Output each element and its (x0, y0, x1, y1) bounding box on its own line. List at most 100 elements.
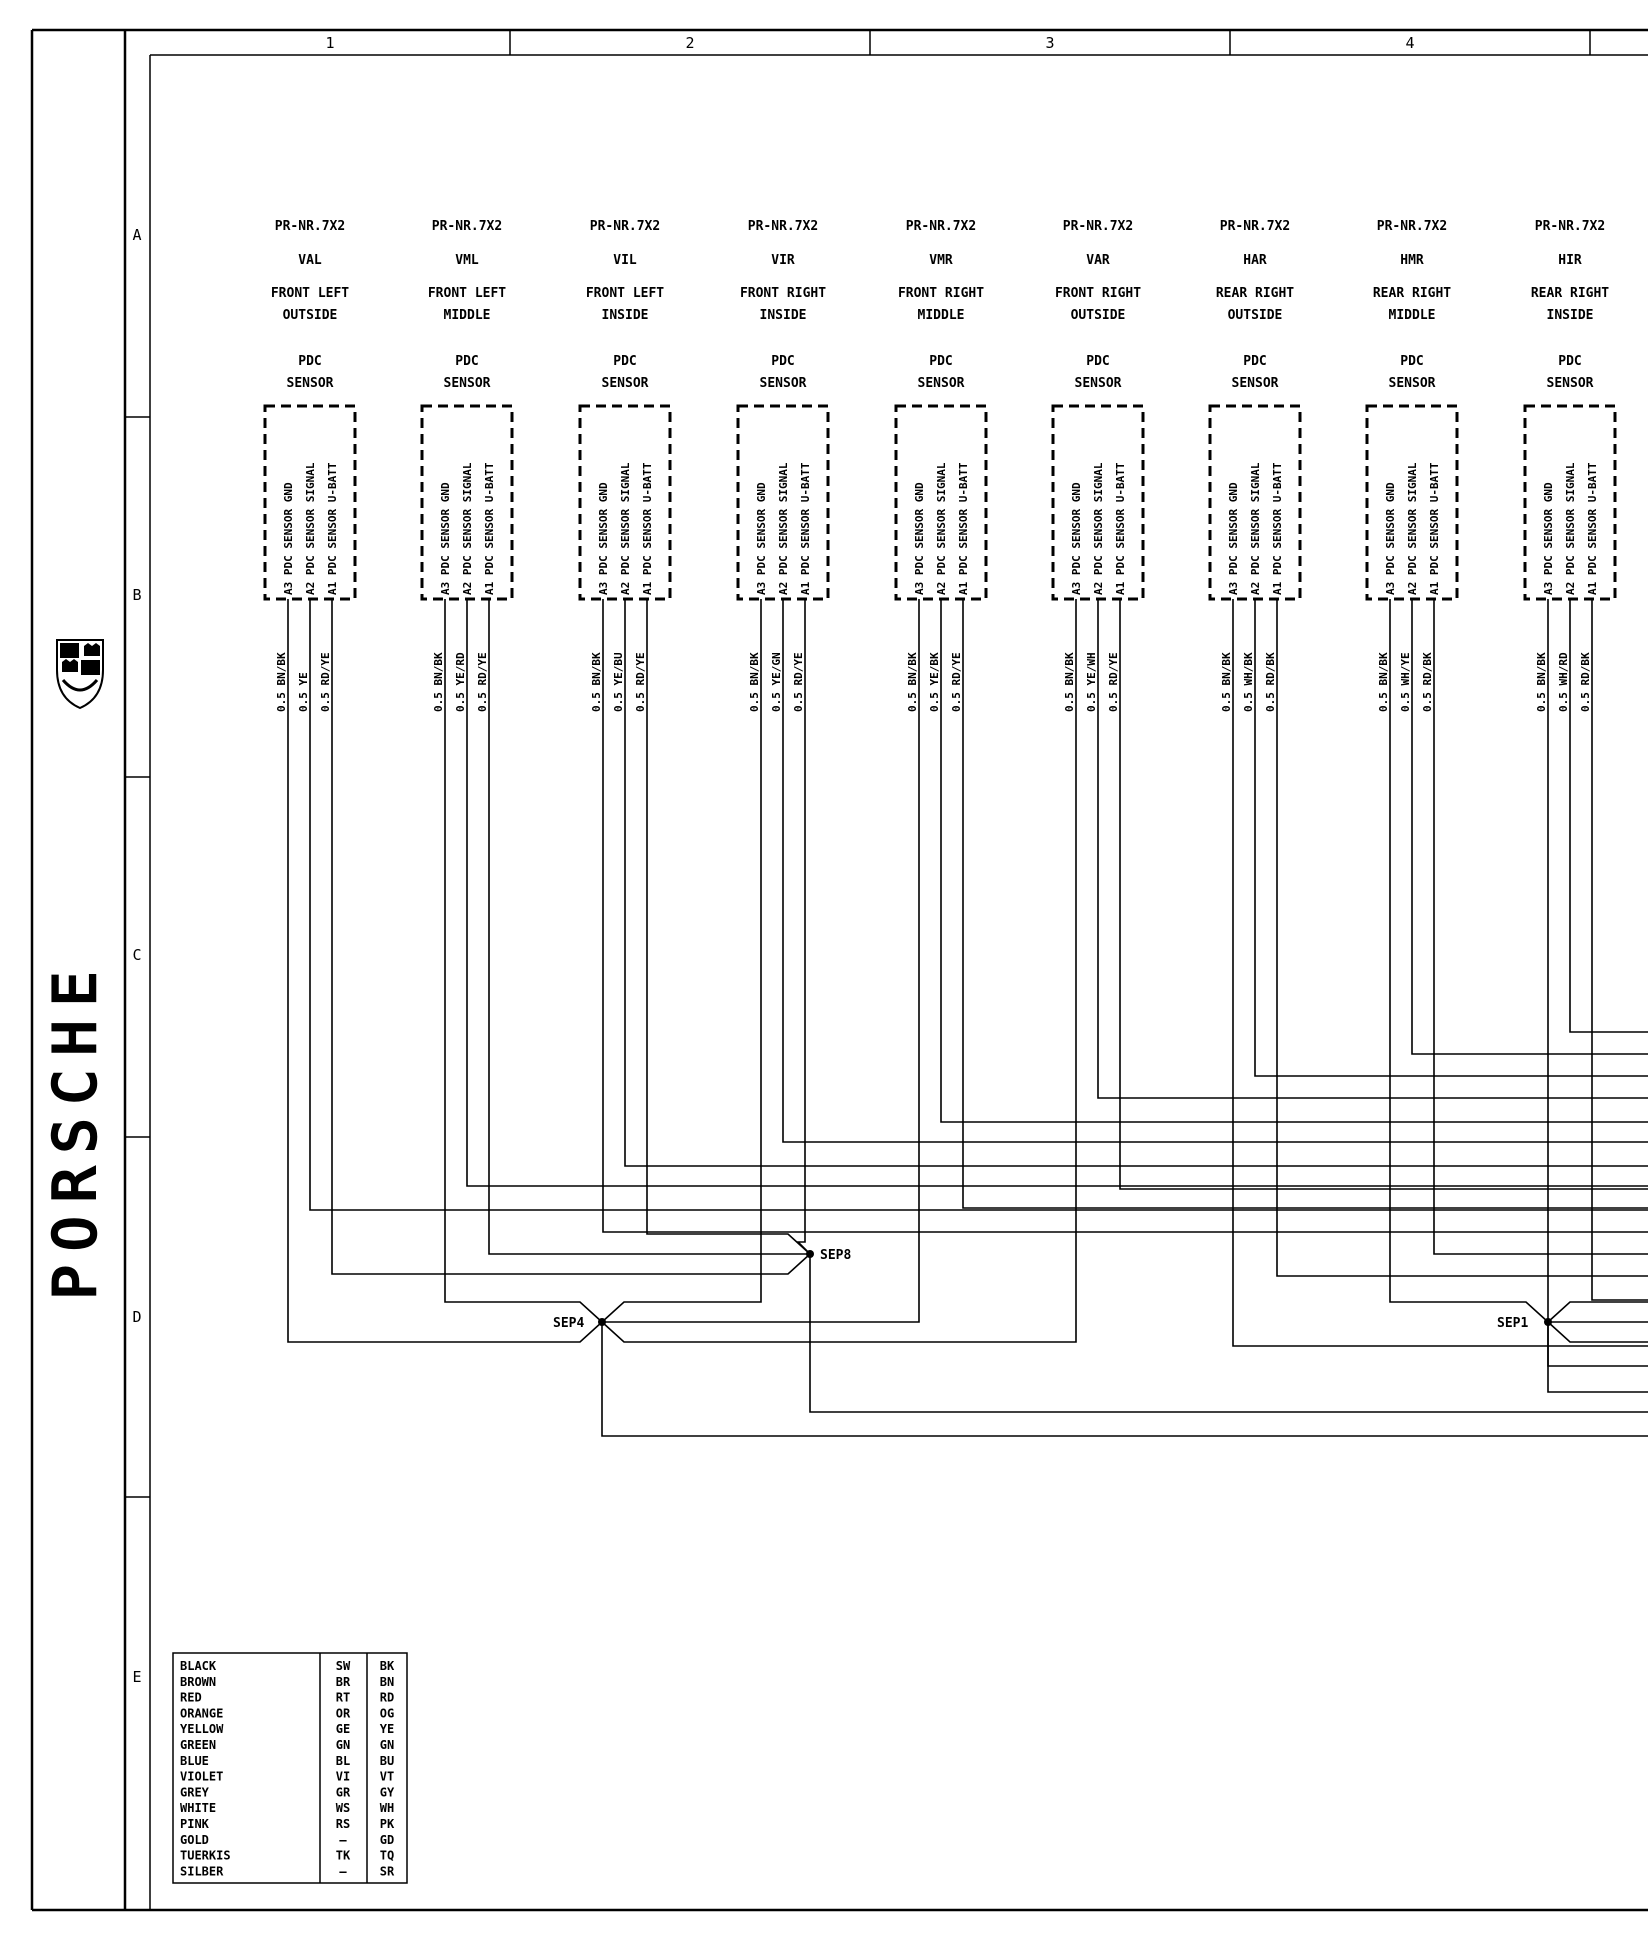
wire-color-label: 0.5 RD/YE (792, 652, 805, 712)
row-label-b: B (132, 586, 141, 604)
sensor-code-label: HIR (1558, 253, 1582, 268)
sensor-pos1-label: FRONT LEFT (586, 286, 664, 301)
porsche-crest-logo (56, 639, 104, 710)
column-label-3: 3 (1045, 34, 1054, 52)
wire-vmr-ubatt (962, 599, 1648, 1209)
sensor-pos1-label: FRONT RIGHT (898, 286, 984, 301)
wire-color-label: 0.5 RD/YE (476, 652, 489, 712)
sensor-pin-label: A3 PDC SENSOR GND (755, 482, 768, 595)
sensor-pos2-label: MIDDLE (918, 308, 965, 323)
wire-hmr-gnd (1389, 599, 1549, 1323)
legend-cell: WH (380, 1801, 394, 1815)
legend-cell: GY (380, 1785, 395, 1799)
wire-hir-signal (1569, 599, 1648, 1033)
row-label-e: E (132, 1668, 141, 1686)
wire-vil-gnd (602, 599, 1648, 1233)
wire-har-ubatt (1276, 599, 1648, 1277)
wire-color-label: 0.5 BN/BK (432, 652, 445, 712)
sensor-type1-label: PDC (298, 354, 321, 369)
row-ticks (125, 416, 150, 1498)
sensor-pos2-label: INSIDE (602, 308, 649, 323)
sensor-type2-label: SENSOR (602, 376, 649, 391)
wire-color-label: 0.5 YE/BU (612, 652, 625, 712)
splice-sep4-label: SEP4 (553, 1316, 584, 1331)
wires-layer (287, 599, 1648, 1437)
sensor-pin-label: A1 PDC SENSOR U-BATT (957, 462, 970, 595)
sensor-pin-label: A1 PDC SENSOR U-BATT (483, 462, 496, 595)
sensor-pos1-label: FRONT LEFT (428, 286, 506, 301)
wire-color-label: 0.5 YE/BK (928, 652, 941, 712)
legend-cell: PK (380, 1817, 395, 1831)
sensor-pin-label: A2 PDC SENSOR SIGNAL (1249, 462, 1262, 595)
sensor-code-label: VIL (613, 253, 637, 268)
sensor-pin-label: A3 PDC SENSOR GND (1542, 482, 1555, 595)
sensor-pos2-label: OUTSIDE (283, 308, 338, 323)
legend-cell: BK (380, 1659, 395, 1673)
sensor-code-label: VIR (771, 253, 795, 268)
wire-color-label: 0.5 YE/GN (770, 652, 783, 712)
wire-har-signal (1254, 599, 1648, 1077)
wire-var-gnd (601, 599, 1077, 1343)
legend-cell: — (339, 1833, 347, 1847)
sensor-code-label: HMR (1400, 253, 1424, 268)
wire-har-gnd (1232, 599, 1648, 1347)
wire-var-ubatt (1119, 599, 1648, 1190)
wire-var-signal (1097, 599, 1648, 1099)
legend-row: SILBER—SR (180, 1864, 395, 1878)
wire-color-label: 0.5 BN/BK (1063, 652, 1076, 712)
sensor-pin-label: A1 PDC SENSOR U-BATT (1114, 462, 1127, 595)
legend-cell: BL (336, 1754, 350, 1768)
sensor-type1-label: PDC (1086, 354, 1109, 369)
sensor-type1-label: PDC (1243, 354, 1266, 369)
wire-vml-signal (466, 599, 1648, 1187)
sensor-pos1-label: REAR RIGHT (1373, 286, 1451, 301)
sensor-pin-label: A1 PDC SENSOR U-BATT (326, 462, 339, 595)
splice-sep8-label: SEP8 (820, 1248, 851, 1263)
legend-row: VIOLET VI VT (180, 1770, 394, 1784)
wire-color-label: 0.5 WH/YE (1399, 652, 1412, 712)
wire-color-label: 0.5 YE/RD (454, 652, 467, 712)
sensor-pos1-label: REAR RIGHT (1216, 286, 1294, 301)
legend-cell: GOLD (180, 1833, 209, 1847)
legend-cell: WHITE (180, 1801, 216, 1815)
legend-cell: VIOLET (180, 1770, 223, 1784)
legend-row: GOLD—GD (180, 1833, 394, 1847)
sensor-code-label: HAR (1243, 253, 1267, 268)
wire-vmr-gnd (602, 599, 920, 1323)
legend-cell: GE (336, 1722, 350, 1736)
wire-vmr-signal (940, 599, 1648, 1123)
legend-cell: VI (336, 1770, 350, 1784)
legend-cell: VT (380, 1770, 394, 1784)
sensor-pin-label: A2 PDC SENSOR SIGNAL (1564, 462, 1577, 595)
sensor-pin-label: A2 PDC SENSOR SIGNAL (619, 462, 632, 595)
row-label-c: C (132, 946, 141, 964)
wire-sep8-out (809, 1254, 1648, 1413)
column-ticks (509, 30, 1591, 55)
legend-cell: PINK (180, 1817, 210, 1831)
wire-vml-ubatt (488, 599, 810, 1255)
brand-wordmark: PORSCHE (41, 958, 109, 1300)
sensor-type2-label: SENSOR (1389, 376, 1436, 391)
sensor-pin-label: A3 PDC SENSOR GND (913, 482, 926, 595)
sensor-pos2-label: MIDDLE (444, 308, 491, 323)
wire-color-label: 0.5 WH/RD (1557, 652, 1570, 712)
legend-cell: GN (336, 1738, 350, 1752)
legend-cell: BLACK (180, 1659, 217, 1673)
legend-cell: SR (380, 1864, 395, 1878)
sensor-pin-label: A1 PDC SENSOR U-BATT (799, 462, 812, 595)
legend-cell: TQ (380, 1849, 394, 1863)
wire-hmr-ubatt (1433, 599, 1648, 1255)
sensor-pr-label: PR-NR.7X2 (1063, 219, 1133, 234)
legend-cell: OR (336, 1706, 351, 1720)
legend-cell: BR (336, 1675, 351, 1689)
sensor-pos2-label: OUTSIDE (1228, 308, 1283, 323)
wire-color-label: 0.5 BN/BK (748, 652, 761, 712)
sensor-type2-label: SENSOR (1232, 376, 1279, 391)
sensor-pos1-label: REAR RIGHT (1531, 286, 1609, 301)
sensor-pos1-label: FRONT LEFT (271, 286, 349, 301)
wire-val-ubatt (331, 599, 811, 1275)
